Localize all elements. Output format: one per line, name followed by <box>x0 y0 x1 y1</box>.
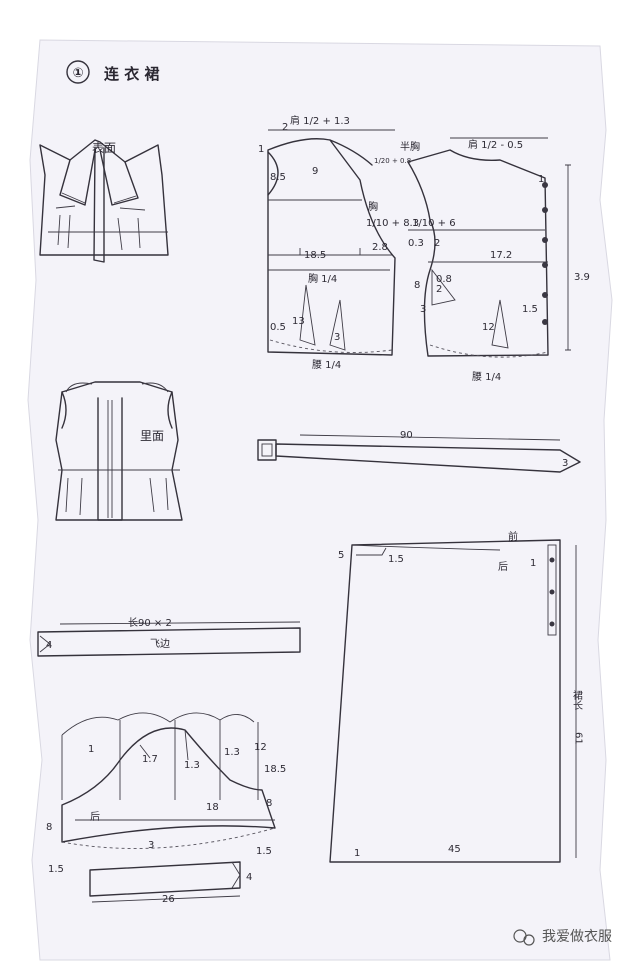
title-number-circle <box>66 60 90 84</box>
skirt-hem-num-1: 1 <box>354 848 360 859</box>
bodice-num-17-2: 17.2 <box>490 250 512 261</box>
sleeve-num-1-5a: 1.5 <box>48 864 64 875</box>
bodice-num-2-8: 2.8 <box>372 242 388 253</box>
bodice-num-9: 9 <box>312 166 318 177</box>
skirt-pattern: 5 1.5 前 后 1 裙长 61 1 45 <box>329 530 584 863</box>
waist-quarter-front: 腰 1/4 <box>472 371 501 383</box>
belt-end: 3 <box>562 458 568 469</box>
bodice-num-2: 2 <box>282 122 288 133</box>
cuff-length: 26 <box>162 894 175 905</box>
sleeve-back: 后 <box>90 811 100 823</box>
bodice-num-8: 8 <box>414 280 420 291</box>
sleeve-num-12: 12 <box>254 742 267 753</box>
sleeve-num-18-5: 18.5 <box>264 764 286 775</box>
chest-mark-back: 胸 <box>368 200 378 213</box>
bodice-num-18-5: 18.5 <box>304 250 326 261</box>
ruffle-label: 飞边 <box>150 638 170 650</box>
shoulder-back-label: 肩 1/2 + 1.3 <box>290 114 350 127</box>
half-chest-label: 半胸 <box>400 140 420 153</box>
sleeve-num-8b: 8 <box>266 798 272 809</box>
bodice-num-1b: 1 <box>538 174 544 185</box>
bodice-num-3b: 3 <box>334 332 340 343</box>
sleeve-pattern: 1 1.7 1.3 1.3 12 18.5 后 18 8 8 3 1.5 1.5 <box>46 712 286 875</box>
skirt-num-1-5: 1.5 <box>388 554 404 565</box>
ruffle-width: 4 <box>46 640 52 651</box>
watermark-text: 我爱做衣服 <box>542 929 612 945</box>
chest-formula-front: 1/10 + 6 <box>412 218 456 229</box>
sleeve-num-1-7: 1.7 <box>142 754 158 765</box>
bodice-num-0-3: 0.3 <box>408 238 424 249</box>
skirt-length-label: 裙长 <box>571 689 583 710</box>
sleeve-num-1-3b: 1.3 <box>224 747 240 758</box>
sleeve-num-18: 18 <box>206 802 219 813</box>
title-number: ① <box>72 66 83 81</box>
bodice-num-3-9: 3.9 <box>574 272 590 283</box>
bodice-num-2c: 2 <box>436 284 442 295</box>
bodice-num-13: 13 <box>292 316 305 327</box>
ruffle-strip: 长90 × 2 飞边 4 <box>37 617 301 657</box>
chest-formula-back: 1/10 + 8.3 <box>366 218 419 229</box>
bodice-num-1-5: 1.5 <box>522 304 538 315</box>
skirt-num-1: 1 <box>530 558 536 569</box>
skirt-back: 后 <box>498 561 508 573</box>
belt-length: 90 <box>400 430 413 441</box>
bodice-num-8-5: 8.5 <box>270 172 286 183</box>
chest-quarter-label: 胸 1/4 <box>308 272 337 285</box>
front-sketch-label: 表面 <box>92 141 116 155</box>
watermark: 我爱做衣服 <box>513 929 612 946</box>
sleeve-num-1-5b: 1.5 <box>256 846 272 857</box>
bodice-num-1: 1 <box>258 144 264 155</box>
neck-formula: 1/20 + 0.8 <box>374 157 411 165</box>
title-text: 连 衣 裙 <box>104 65 159 83</box>
back-sketch-label: 里面 <box>140 429 164 443</box>
bodice-num-0-5: 0.5 <box>270 322 286 333</box>
bodice-num-12: 12 <box>482 322 495 333</box>
cuff-width: 4 <box>246 872 252 883</box>
sleeve-num-8a: 8 <box>46 822 52 833</box>
paper-sheet <box>27 39 613 961</box>
skirt-num-5: 5 <box>338 550 344 561</box>
skirt-front: 前 <box>508 530 518 543</box>
cuff-strip: 26 4 <box>89 861 252 905</box>
belt-pattern: 90 3 <box>257 430 581 473</box>
sleeve-num-3: 3 <box>148 840 154 851</box>
skirt-hem-value: 45 <box>448 844 461 855</box>
ruffle-length: 长90 × 2 <box>128 617 172 629</box>
bodice-pattern: 肩 1/2 + 1.3 肩 1/2 - 0.5 半胸 1/20 + 0.8 胸 … <box>258 114 590 383</box>
skirt-length-value: 61 <box>573 732 584 745</box>
shoulder-front-label: 肩 1/2 - 0.5 <box>468 138 523 151</box>
waist-quarter-back: 腰 1/4 <box>312 359 341 371</box>
bodice-num-2: 2 <box>434 238 440 249</box>
sleeve-num-1: 1 <box>88 744 94 755</box>
bodice-num-0-8: 0.8 <box>436 274 452 285</box>
front-dress-sketch: 表面 <box>39 139 169 263</box>
back-dress-sketch: 里面 <box>55 381 183 521</box>
sleeve-num-1-3a: 1.3 <box>184 760 200 771</box>
bodice-num-3: 3 <box>420 304 426 315</box>
